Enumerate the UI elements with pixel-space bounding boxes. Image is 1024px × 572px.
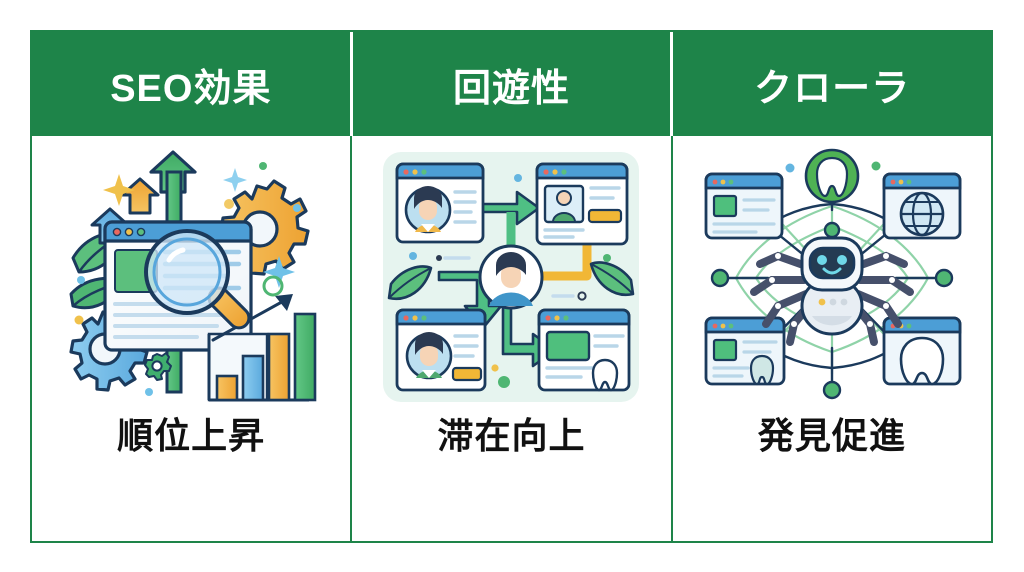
browser-window-top-left	[704, 172, 784, 240]
spider-leg-joints	[768, 253, 895, 327]
sparkle-decoration	[74, 162, 302, 396]
dot-decoration	[409, 174, 612, 388]
browser-window-bottom-right	[538, 308, 631, 392]
seo-growth-illustration	[69, 150, 317, 402]
table-header-row: SEO効果 回遊性 クローラ	[32, 32, 992, 136]
robot-eye-right	[836, 255, 847, 265]
web-node	[710, 221, 954, 400]
central-user-node	[478, 244, 544, 310]
site-navigation-flow-illustration	[383, 152, 640, 402]
tooth-icon	[592, 358, 619, 392]
body-cell-crawler: 発見促進	[673, 136, 991, 541]
tooth-icon	[749, 354, 774, 386]
header-label-seo: SEO効果	[110, 67, 272, 110]
leaf-decoration	[388, 261, 635, 301]
globe-icon	[899, 191, 945, 237]
browser-window-top-left	[396, 162, 485, 244]
header-label-navigation: 回遊性	[453, 67, 571, 110]
caption-crawler: 発見促進	[757, 415, 906, 456]
tooth-badge-icon	[804, 148, 860, 204]
robot-eye-left	[816, 255, 827, 265]
crawler-robot-web-illustration	[704, 148, 962, 400]
magnifier-icon	[144, 229, 251, 330]
header-cell-navigation: 回遊性	[352, 32, 674, 136]
header-label-crawler: クローラ	[754, 67, 911, 110]
dot-decoration	[785, 161, 881, 173]
status-lights	[818, 298, 848, 306]
browser-window-top-right	[882, 172, 962, 240]
robot-smile	[822, 267, 842, 275]
comparison-table: SEO効果 回遊性 クローラ	[30, 30, 993, 543]
gear-icon-small-green	[144, 352, 173, 381]
caption-navigation: 滞在向上	[437, 415, 586, 456]
browser-window-bottom-right	[882, 316, 962, 386]
browser-window-top-right	[536, 162, 629, 246]
crawler-robot-spider-icon	[749, 236, 914, 346]
table-body-row: 順位上昇	[32, 136, 991, 541]
body-cell-seo: 順位上昇	[32, 136, 353, 541]
growth-arrow-orange	[120, 177, 160, 215]
tooth-icon	[899, 336, 945, 386]
body-cell-navigation: 滞在向上	[352, 136, 673, 541]
browser-window-bottom-left	[704, 316, 786, 386]
header-cell-seo: SEO効果	[32, 32, 353, 136]
bar-chart	[207, 294, 317, 402]
caption-seo: 順位上昇	[117, 415, 266, 456]
browser-window-bottom-left	[396, 308, 487, 392]
header-cell-crawler: クローラ	[673, 32, 992, 136]
